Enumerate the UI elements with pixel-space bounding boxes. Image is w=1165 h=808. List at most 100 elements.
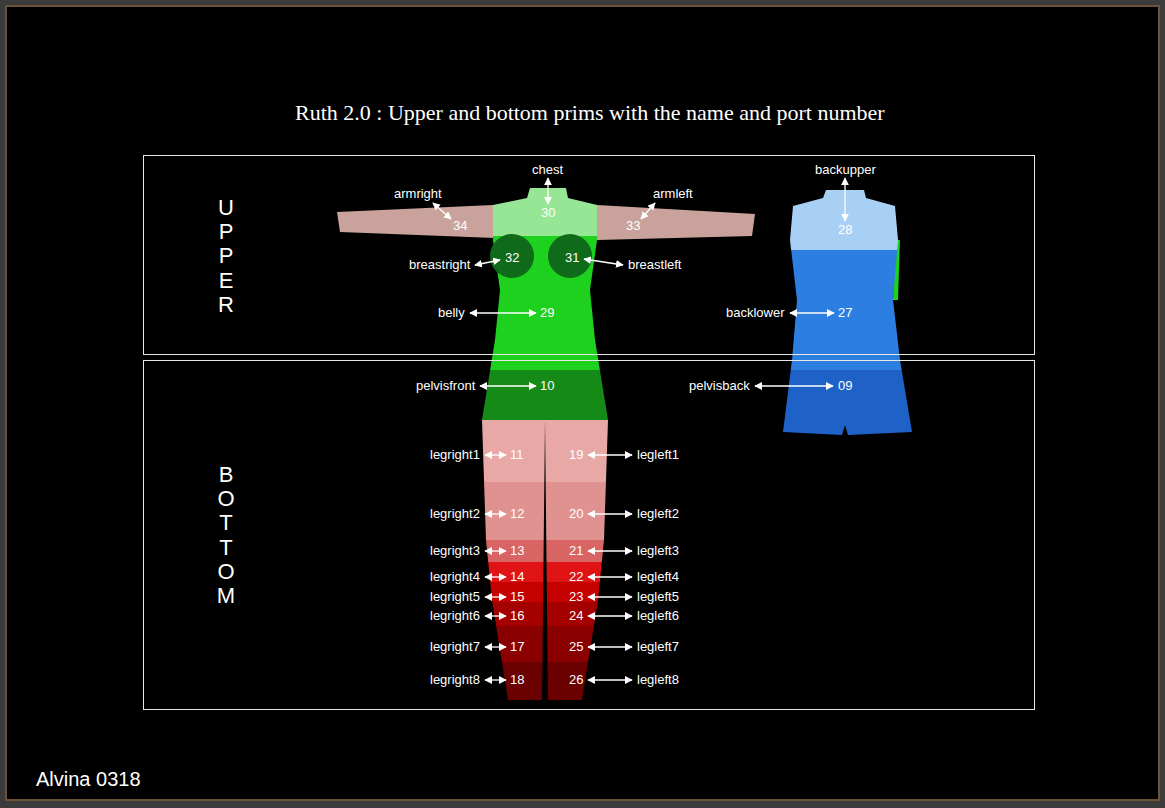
port-number: 28 (838, 223, 852, 237)
leg-band (540, 602, 620, 626)
leader-arrow (584, 259, 623, 265)
port-number: 30 (541, 206, 555, 220)
leg-band (540, 482, 620, 540)
leg-band (540, 420, 620, 482)
prim-name: legright6 (430, 609, 480, 623)
port-number: 26 (569, 673, 583, 687)
leg-band (470, 420, 550, 482)
leader-arrow (433, 203, 451, 219)
prim-name: legleft3 (637, 544, 679, 558)
port-number: 17 (510, 640, 524, 654)
prim-name: belly (438, 306, 465, 320)
port-number: 16 (510, 609, 524, 623)
leader-arrow (547, 178, 548, 204)
prim-name: pelvisfront (416, 379, 475, 393)
section-heading: UPPER (215, 196, 237, 317)
prim-name: legright2 (430, 507, 480, 521)
leader-arrow (485, 596, 506, 597)
port-number: 15 (510, 590, 524, 604)
backlower-prim (775, 250, 920, 370)
leader-arrow (470, 312, 536, 313)
section-box: UPPER (143, 155, 1035, 355)
port-number: 14 (510, 570, 524, 584)
port-number: 10 (540, 379, 554, 393)
double-arrows (433, 178, 845, 680)
leader-arrow (480, 385, 536, 386)
leader-arrow (485, 679, 506, 680)
prim-name: legleft7 (637, 640, 679, 654)
prim-name: armleft (653, 187, 693, 201)
port-number: 24 (569, 609, 583, 623)
leader-arrow (790, 312, 834, 313)
port-number: 23 (569, 590, 583, 604)
port-number: 13 (510, 544, 524, 558)
port-number: 18 (510, 673, 524, 687)
port-number: 25 (569, 640, 583, 654)
prim-name: legright5 (430, 590, 480, 604)
port-number: 19 (569, 448, 583, 462)
prim-name: backupper (815, 163, 876, 177)
prim-name: legleft5 (637, 590, 679, 604)
leg-band (470, 626, 550, 662)
arm-left (597, 205, 755, 240)
leader-arrow (588, 679, 632, 680)
leader-arrow (844, 178, 845, 221)
pelvis-prim (470, 370, 620, 422)
port-number: 34 (453, 219, 467, 233)
title: Ruth 2.0 : Upper and bottom prims with t… (295, 100, 885, 126)
leg-band (470, 602, 550, 626)
port-number: 27 (838, 306, 852, 320)
leg-right (470, 420, 550, 702)
leader-arrow (588, 576, 632, 577)
leader-arrow (588, 550, 632, 551)
port-number: 12 (510, 507, 524, 521)
prim-name: legright1 (430, 448, 480, 462)
breast-right (490, 234, 534, 278)
leader-arrow (755, 385, 833, 386)
port-number: 09 (838, 379, 852, 393)
breast-left (548, 234, 592, 278)
leader-arrow (588, 615, 632, 616)
leader-arrow (485, 513, 506, 514)
leg-band (470, 482, 550, 540)
port-number: 31 (565, 251, 579, 265)
leader-arrow (475, 260, 500, 265)
leg-band (470, 662, 550, 702)
port-number: 29 (540, 306, 554, 320)
port-number: 21 (569, 544, 583, 558)
torso (470, 180, 620, 422)
prim-name: legleft2 (637, 507, 679, 521)
leader-arrow (485, 646, 506, 647)
backupper-prim (775, 180, 920, 250)
leader-arrow (485, 454, 506, 455)
prim-name: breastleft (628, 258, 681, 272)
prim-name: legright3 (430, 544, 480, 558)
leg-band (470, 540, 550, 562)
prim-name: pelvisback (689, 379, 750, 393)
leader-arrow (588, 646, 632, 647)
prim-name: breastright (409, 258, 470, 272)
leader-arrow (588, 454, 632, 455)
port-number: 11 (510, 448, 524, 462)
leader-arrow (485, 576, 506, 577)
port-number: 33 (626, 219, 640, 233)
leg-left (540, 420, 620, 702)
pelvisback-prim (775, 370, 920, 440)
arm-right (337, 205, 495, 238)
prim-name: armright (394, 187, 442, 201)
leader-arrow (588, 513, 632, 514)
prim-name: chest (532, 163, 563, 177)
section-heading: BOTTOM (215, 463, 237, 608)
port-number: 20 (569, 507, 583, 521)
port-number: 32 (505, 251, 519, 265)
prim-name: legright8 (430, 673, 480, 687)
prim-name: legleft6 (637, 609, 679, 623)
port-number: 22 (569, 570, 583, 584)
section-box: BOTTOM (143, 360, 1035, 710)
signature: Alvina 0318 (36, 768, 141, 790)
prim-name: backlower (726, 306, 785, 320)
leader-arrow (641, 203, 655, 219)
prim-name: legleft8 (637, 673, 679, 687)
back-figure (775, 180, 920, 440)
prim-name: legright7 (430, 640, 480, 654)
